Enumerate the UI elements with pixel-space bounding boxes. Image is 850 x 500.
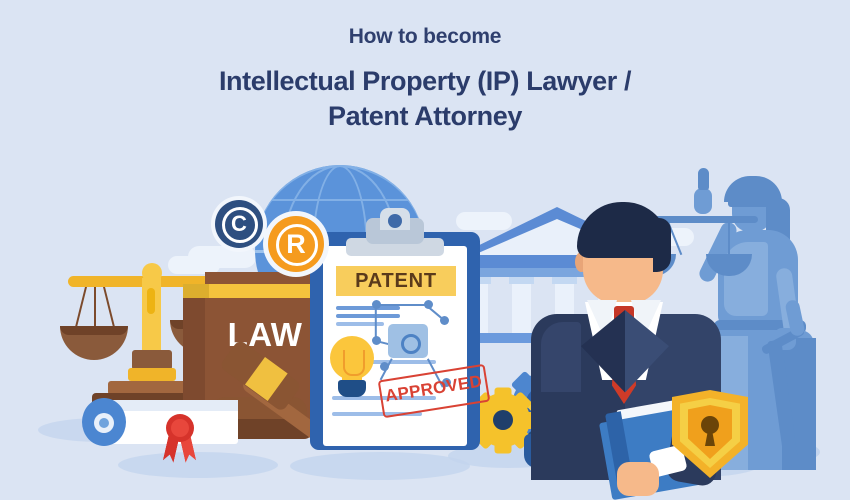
diagram-node (372, 300, 381, 309)
hair-side (653, 218, 671, 272)
justice-torch-flame (698, 168, 709, 190)
diagram-node (440, 316, 449, 325)
diploma-scroll (82, 398, 257, 468)
diagram-node (442, 378, 451, 387)
security-shield (672, 390, 748, 478)
document-text-line (336, 314, 400, 318)
headline-line-2: Patent Attorney (327, 100, 523, 131)
registered-trademark-badge: R (268, 216, 324, 272)
patent-banner: PATENT (336, 266, 456, 296)
document-text-line (332, 360, 436, 364)
headline-line-1: Intellectual Property (IP) Lawyer / (218, 66, 632, 96)
justice-scales-beam (646, 216, 758, 223)
ground-shadow (118, 452, 278, 478)
document-text-line (336, 322, 384, 326)
document-text-line (336, 306, 400, 310)
banner-header: How to become Intellectual Property (IP)… (0, 0, 850, 133)
kicker-text: How to become (348, 25, 502, 48)
justice-torch-hand (694, 188, 712, 214)
wax-seal (166, 414, 194, 442)
justice-scales-string (728, 222, 730, 256)
copyright-badge: C (215, 200, 263, 248)
yellow-gear (470, 387, 536, 453)
ground-shadow (290, 452, 470, 480)
justice-scales-pan (706, 254, 752, 276)
patent-clipboard: PATENT APPROVED (310, 208, 491, 450)
lightbulb-base (338, 380, 366, 397)
diagram-node (372, 336, 381, 345)
diagram-edge (376, 304, 428, 306)
badge-ring (276, 224, 318, 266)
document-text-line (332, 412, 422, 416)
lightbulb-filament (343, 350, 365, 376)
clipboard-clip-hole (388, 214, 402, 228)
suit-highlight (541, 322, 581, 392)
page-title: Intellectual Property (IP) Lawyer / Pate… (0, 64, 850, 133)
registered-badge-symbol: R (286, 228, 306, 259)
keyhole-icon (701, 416, 719, 434)
diagram-node (424, 300, 433, 309)
diagram-node (380, 362, 389, 371)
cloud-shape (168, 256, 220, 274)
badge-ring (222, 207, 258, 243)
hand (617, 462, 659, 496)
document-text-line (332, 396, 436, 400)
diagram-hub (388, 324, 428, 358)
copyright-badge-symbol: C (231, 211, 247, 236)
keyhole-icon (705, 430, 715, 446)
patent-banner-label: PATENT (355, 270, 437, 292)
